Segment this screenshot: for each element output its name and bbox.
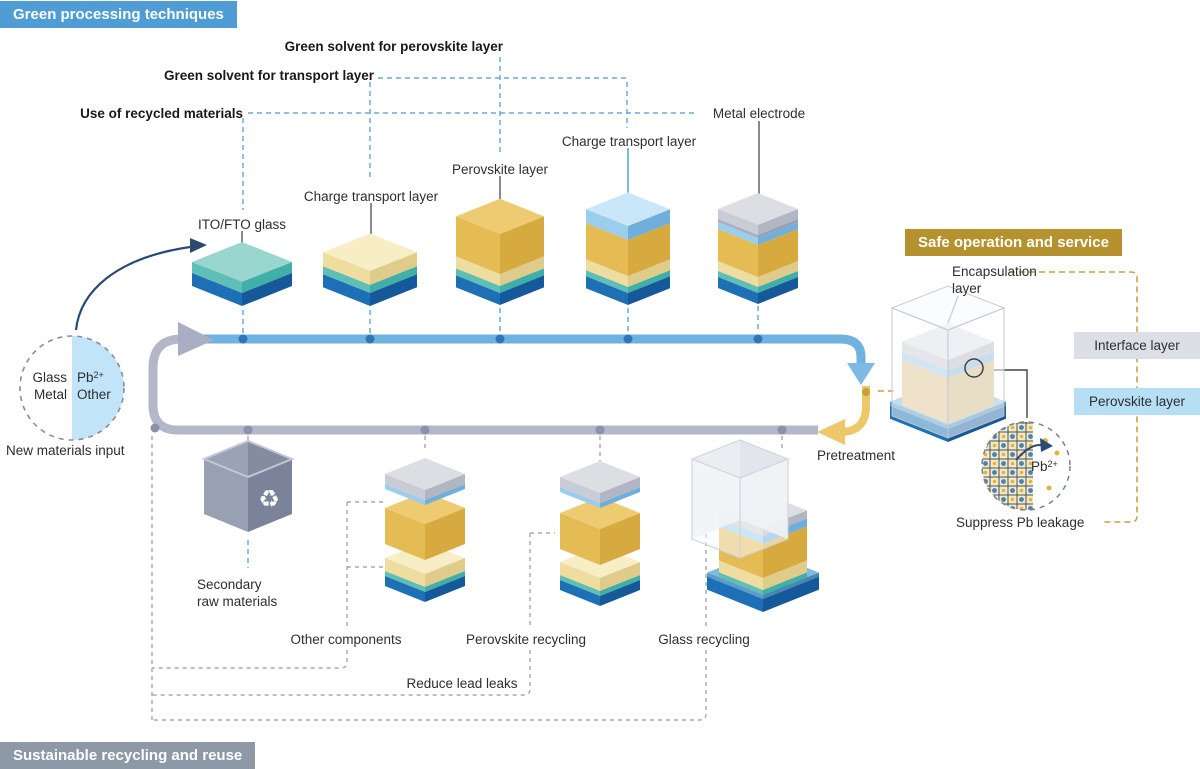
badge-green-processing: Green processing techniques [0, 1, 237, 28]
label-charge-transport-2: Charge transport layer [561, 134, 697, 149]
label-perovskite-layer: Perovskite layer [451, 162, 549, 177]
tag-interface-layer: Interface layer [1074, 332, 1200, 359]
label-green-solvent-transport: Green solvent for transport layer [163, 68, 374, 83]
label-metal-electrode: Metal electrode [712, 106, 806, 121]
device-stacks [192, 192, 798, 306]
secondary-materials-box: ♻ [201, 439, 295, 532]
label-other-components: Other components [290, 632, 402, 647]
label-ito-fto-glass: ITO/FTO glass [197, 217, 287, 232]
label-reduce-lead-leaks: Reduce lead leaks [406, 676, 518, 691]
label-use-recycled-materials: Use of recycled materials [80, 106, 243, 121]
tag-perovskite-layer: Perovskite layer [1074, 388, 1200, 415]
label-encapsulation-layer: Encapsulation layer [952, 264, 1037, 296]
glass-recycling-box [690, 439, 790, 559]
magnifier-circle-icon [964, 358, 984, 378]
new-materials-circle [19, 335, 125, 441]
new-materials-arrow [74, 238, 207, 331]
recycle-icon: ♻ [258, 485, 280, 513]
pb-escape-arrow-icon [1040, 438, 1053, 452]
label-suppress-pb-leakage: Suppress Pb leakage [956, 515, 1085, 530]
label-secondary-raw-materials: Secondary raw materials [197, 577, 278, 609]
label-pretreatment: Pretreatment [816, 448, 896, 463]
label-glass-recycling: Glass recycling [658, 632, 750, 647]
encapsulated-device [890, 285, 1006, 442]
flow-arrow-right-icon [178, 322, 214, 356]
flow-arrow-left-icon [817, 419, 845, 445]
badge-sustainable-recycling: Sustainable recycling and reuse [0, 742, 256, 769]
process-flow-loop [148, 322, 875, 445]
guide-lines-blue [242, 57, 759, 568]
label-new-materials-input: New materials input [6, 443, 125, 458]
flow-arrow-down-icon [847, 363, 875, 385]
label-green-solvent-perovskite: Green solvent for perovskite layer [284, 39, 503, 54]
label-perovskite-recycling: Perovskite recycling [465, 632, 587, 647]
label-charge-transport-1: Charge transport layer [303, 189, 439, 204]
label-pb-ion: Pb2+ [1031, 459, 1058, 474]
input-circle-right-text: Pb2+ Other [77, 370, 111, 402]
input-arrow-icon [190, 238, 207, 253]
badge-safe-operation: Safe operation and service [905, 229, 1122, 256]
input-circle-left-text: Glass Metal [32, 370, 67, 402]
